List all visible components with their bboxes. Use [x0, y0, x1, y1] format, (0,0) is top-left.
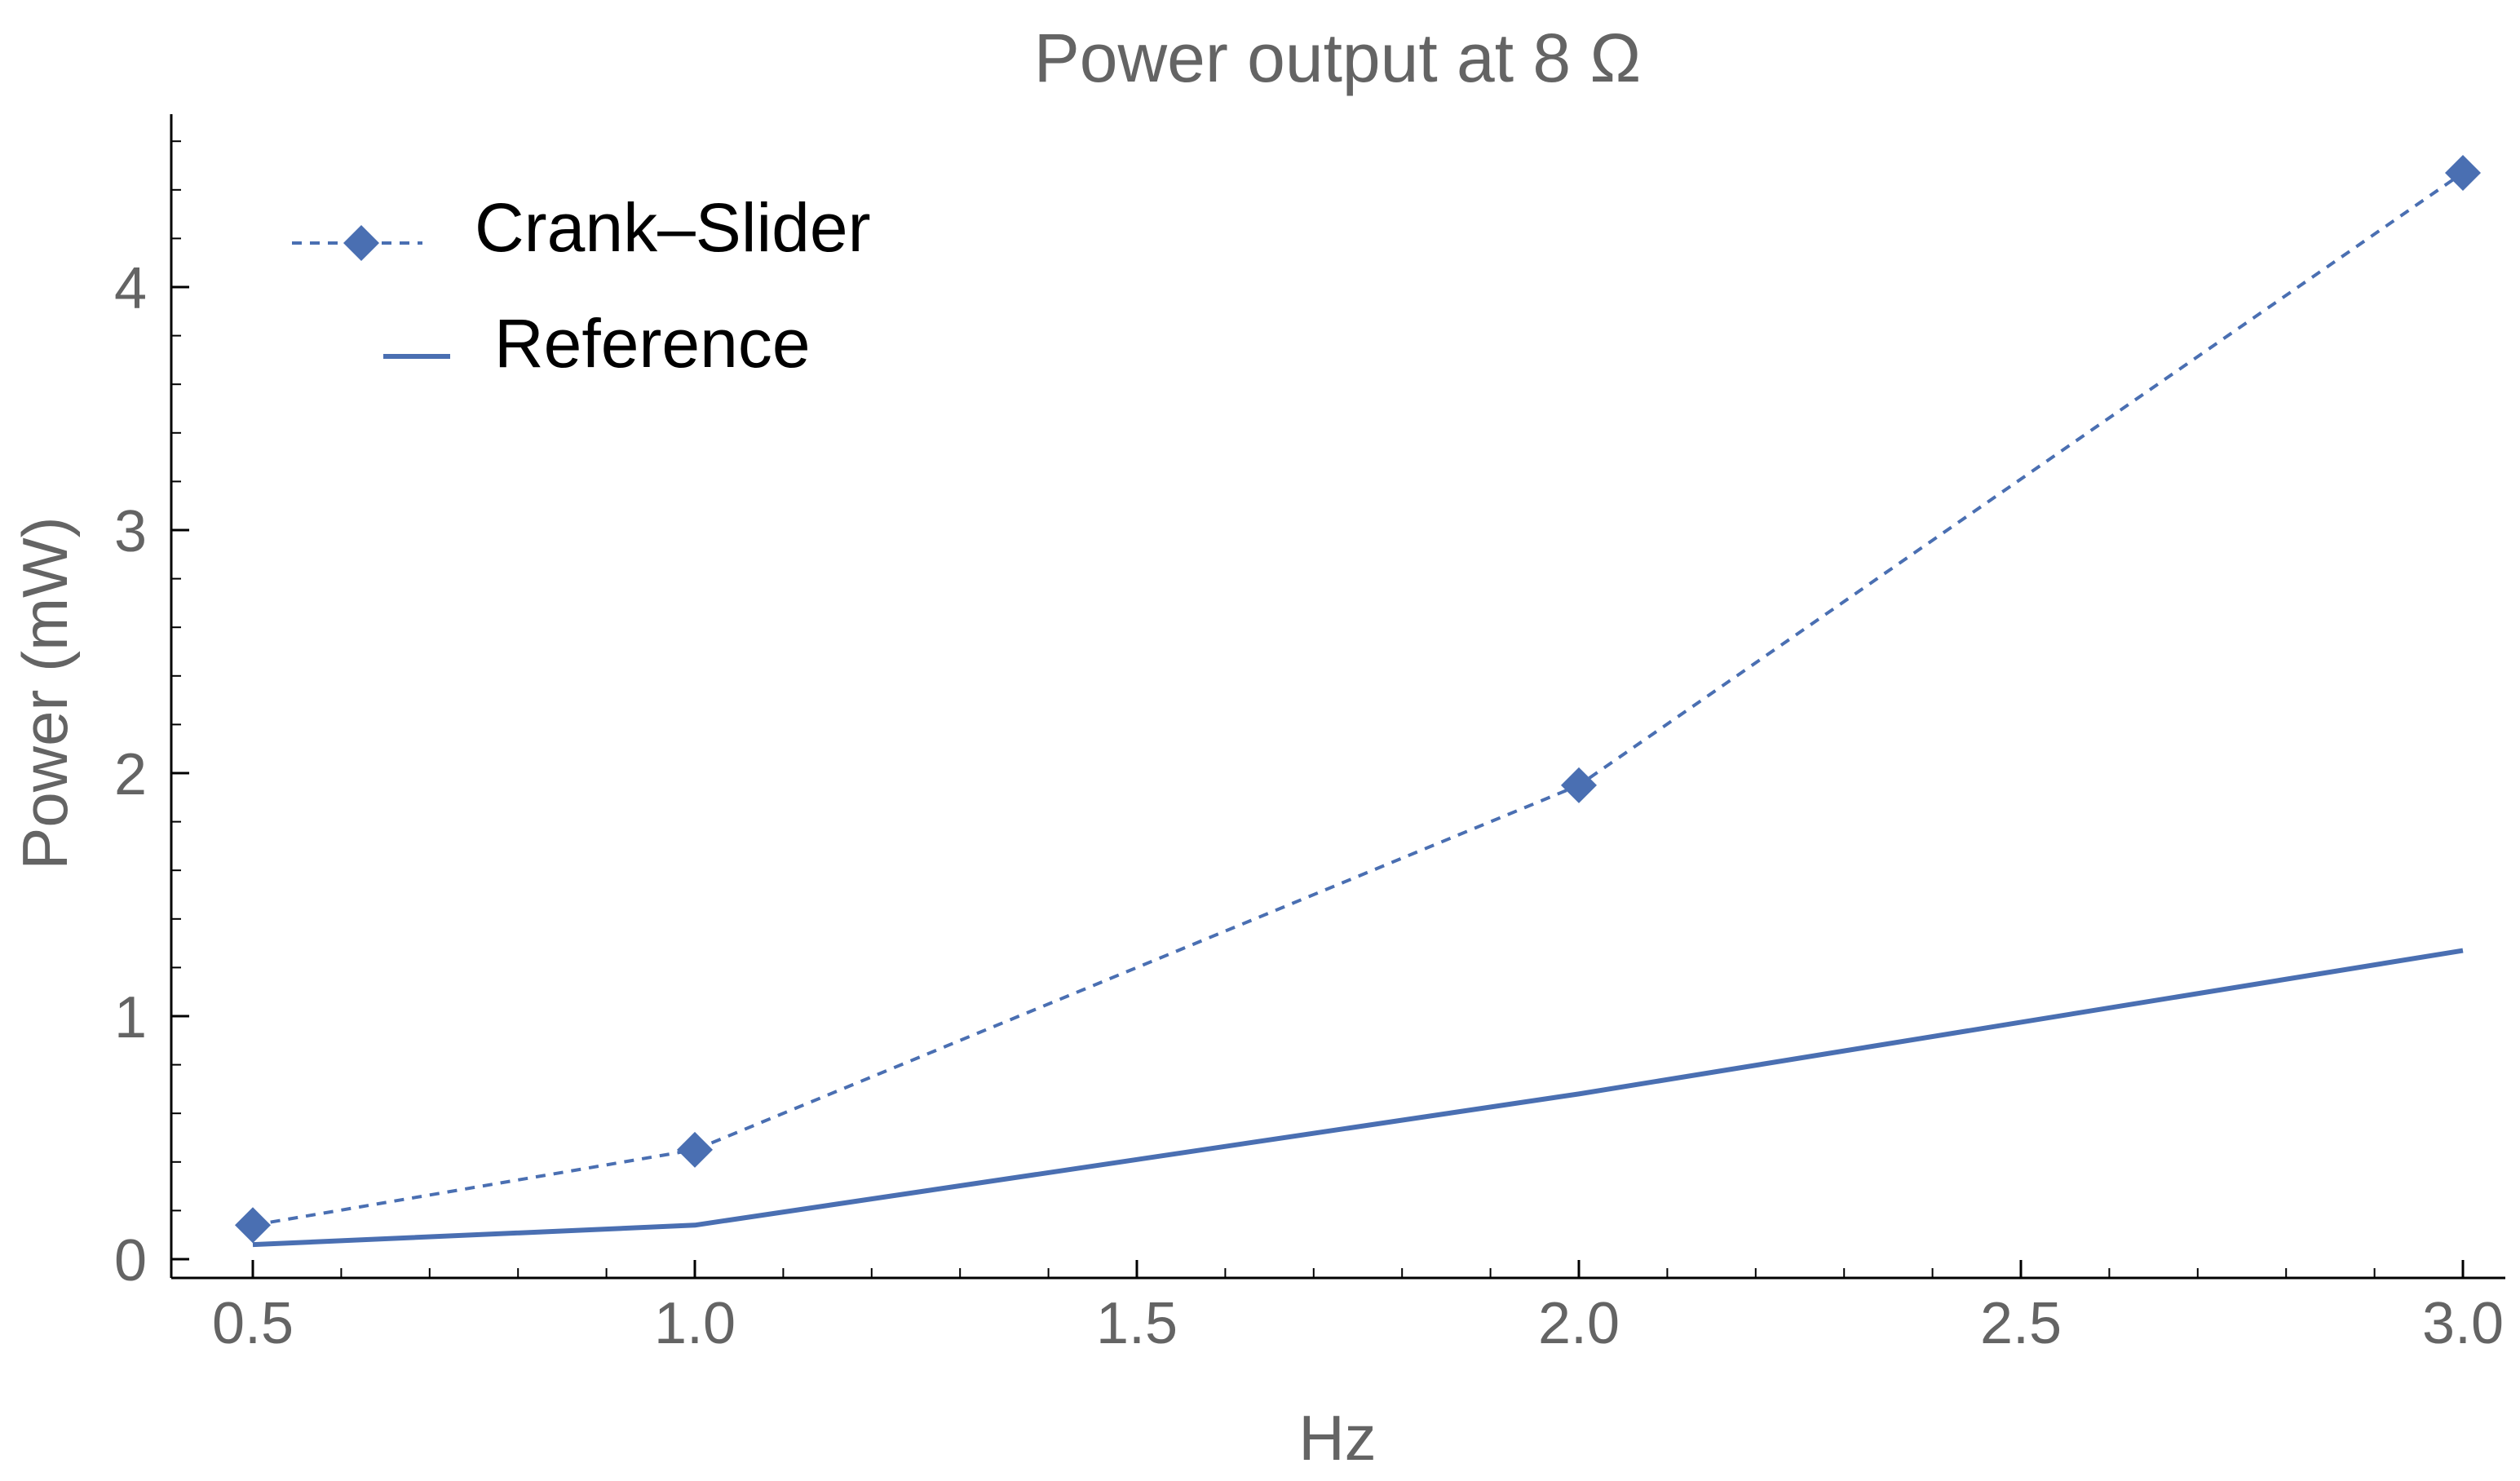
x-tick-label: 0.5	[212, 1291, 294, 1356]
axes	[170, 114, 2505, 1280]
x-tick-label: 2.5	[1980, 1291, 2062, 1356]
y-tick-label: 2	[114, 742, 147, 807]
y-tick-label: 3	[114, 499, 147, 564]
y-ticks: 0 1 2 3 4	[114, 140, 189, 1293]
x-tick-label: 3.0	[2422, 1291, 2504, 1356]
series-line-crank-slider	[252, 171, 2465, 1227]
x-tick-label: 1.0	[654, 1291, 736, 1356]
y-tick-label: 1	[114, 985, 147, 1050]
x-ticks: 0.5 1.0 1.5 2.0 2.5 3.0	[212, 1260, 2504, 1356]
y-tick-label: 4	[114, 256, 147, 321]
y-tick-label: 0	[114, 1228, 147, 1293]
legend-marker-crank-slider	[343, 225, 379, 261]
data-point-crank-slider	[677, 1131, 713, 1168]
x-tick-label: 2.0	[1538, 1291, 1620, 1356]
legend-label-reference: Reference	[494, 305, 811, 382]
legend: Crank–Slider Reference	[292, 189, 871, 382]
y-axis-title: Power (mW)	[9, 516, 81, 869]
x-tick-label: 1.5	[1096, 1291, 1178, 1356]
series-line-reference	[252, 948, 2464, 1248]
chart-title: Power output at 8 Ω	[1034, 20, 1642, 96]
x-axis-title: Hz	[1298, 1402, 1376, 1474]
legend-label-crank-slider: Crank–Slider	[475, 189, 871, 266]
data-point-crank-slider	[1561, 767, 1597, 803]
data-point-crank-slider	[2445, 154, 2481, 191]
series-layer	[235, 154, 2481, 1248]
data-point-crank-slider	[235, 1207, 271, 1244]
